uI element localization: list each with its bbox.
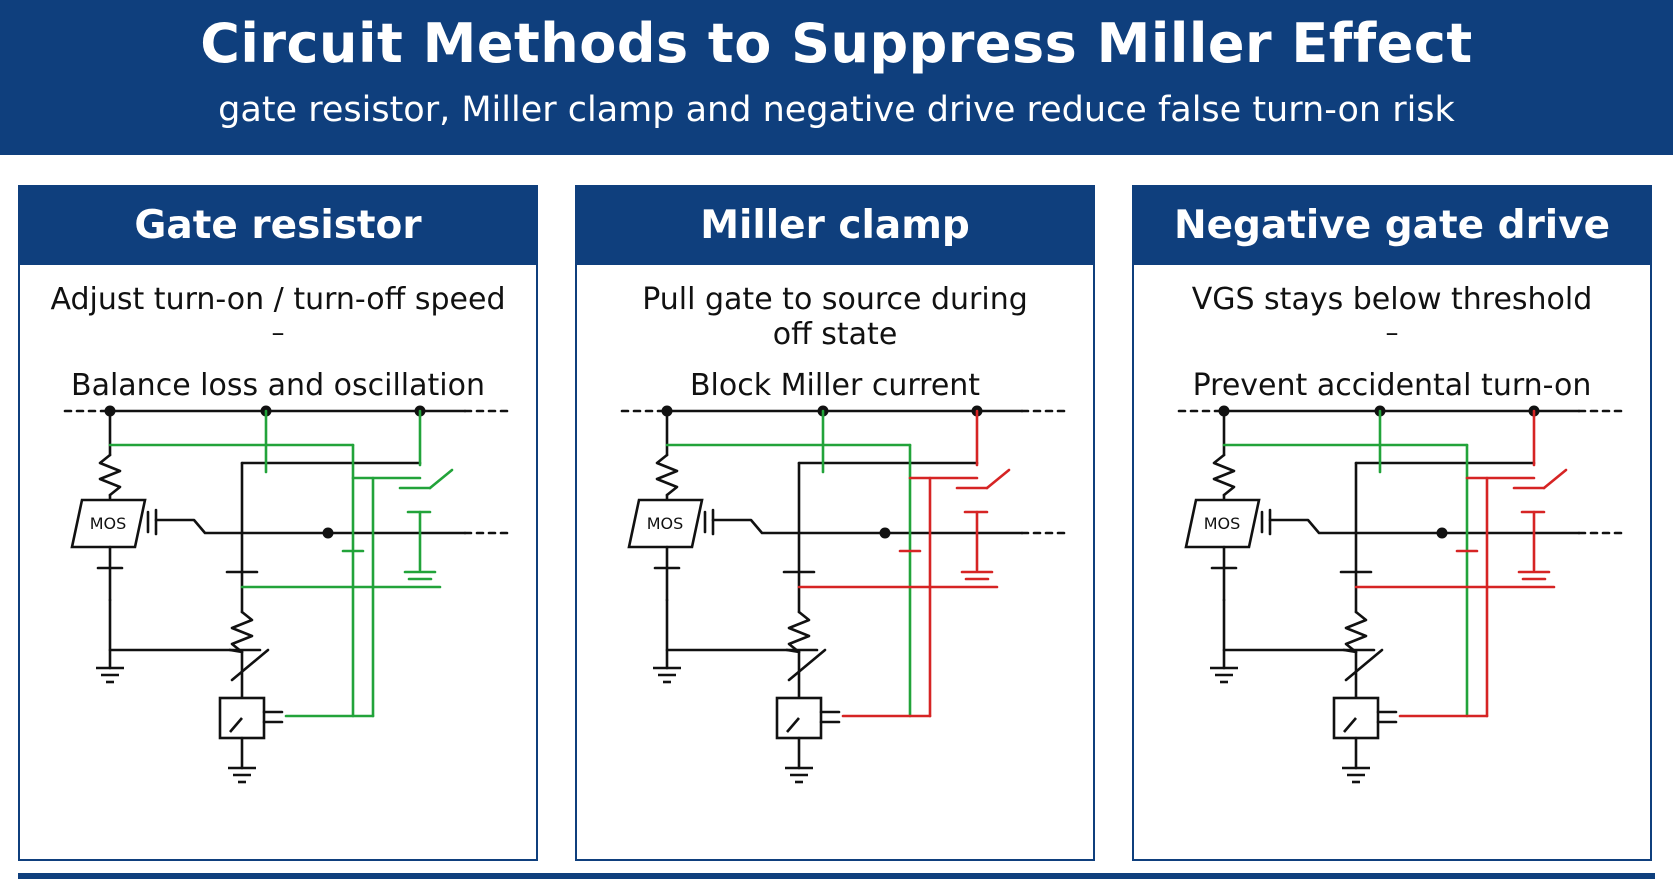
circuit-schematic: MOS	[620, 405, 1069, 784]
switch-blade	[985, 468, 1011, 490]
panel-separator: –	[1385, 318, 1399, 348]
wire	[1342, 648, 1358, 654]
mos-label: MOS	[1204, 514, 1241, 533]
mos-transistor: MOS	[627, 498, 704, 549]
gate-resistor	[1212, 453, 1236, 497]
panel-description-line1: VGS stays below threshold	[1191, 282, 1593, 317]
panel-description-line1: Pull gate to source during off state	[642, 282, 1028, 352]
panel-description-line2: Balance loss and oscillation	[71, 368, 485, 403]
mos-transistor: MOS	[1184, 498, 1261, 549]
gate-line	[711, 518, 1024, 535]
gate-driver-block	[775, 696, 823, 740]
junction-dot	[322, 527, 334, 539]
mos-transistor: MOS	[70, 498, 147, 549]
junction-dot	[1436, 527, 1448, 539]
ground-symbol	[1210, 666, 1238, 684]
junction-dot	[879, 527, 891, 539]
adjustable-resistor-arrow	[230, 648, 270, 682]
panel-description-line2: Prevent accidental turn-on	[1192, 368, 1592, 403]
panel-separator: –	[271, 318, 285, 348]
adjustable-resistor-arrow	[1344, 648, 1384, 682]
switch-blade	[1542, 468, 1568, 490]
header-banner: Circuit Methods to Suppress Miller Effec…	[0, 0, 1673, 155]
circuit-schematic: MOS	[63, 405, 512, 784]
resistor	[230, 610, 254, 654]
ground-symbol	[785, 766, 813, 784]
panel-title: Negative gate drive	[1134, 187, 1650, 265]
wire	[785, 648, 801, 654]
switch-blade	[428, 468, 454, 490]
bottom-rule	[18, 873, 1655, 879]
gate-line	[154, 518, 467, 535]
panel-title: Gate resistor	[20, 187, 536, 265]
mos-label: MOS	[90, 514, 127, 533]
ground-symbol	[653, 666, 681, 684]
wire	[228, 648, 244, 654]
gate-driver-block	[218, 696, 266, 740]
panel-description-line1: Adjust turn-on / turn-off speed	[50, 282, 506, 317]
page-subtitle: gate resistor, Miller clamp and negative…	[218, 90, 1455, 130]
ground-symbol	[228, 766, 256, 784]
mos-label: MOS	[647, 514, 684, 533]
ground-symbol	[96, 666, 124, 684]
panel-title: Miller clamp	[577, 187, 1093, 265]
circuit-schematic: MOS	[1177, 405, 1626, 784]
resistor	[1344, 610, 1368, 654]
panel-description-line2: Block Miller current	[689, 368, 981, 403]
gate-resistor	[98, 453, 122, 497]
resistor	[787, 610, 811, 654]
gate-line	[1268, 518, 1581, 535]
adjustable-resistor-arrow	[787, 648, 827, 682]
page-title: Circuit Methods to Suppress Miller Effec…	[200, 12, 1473, 75]
gate-driver-block	[1332, 696, 1380, 740]
gate-resistor	[655, 453, 679, 497]
ground-symbol	[1342, 766, 1370, 784]
